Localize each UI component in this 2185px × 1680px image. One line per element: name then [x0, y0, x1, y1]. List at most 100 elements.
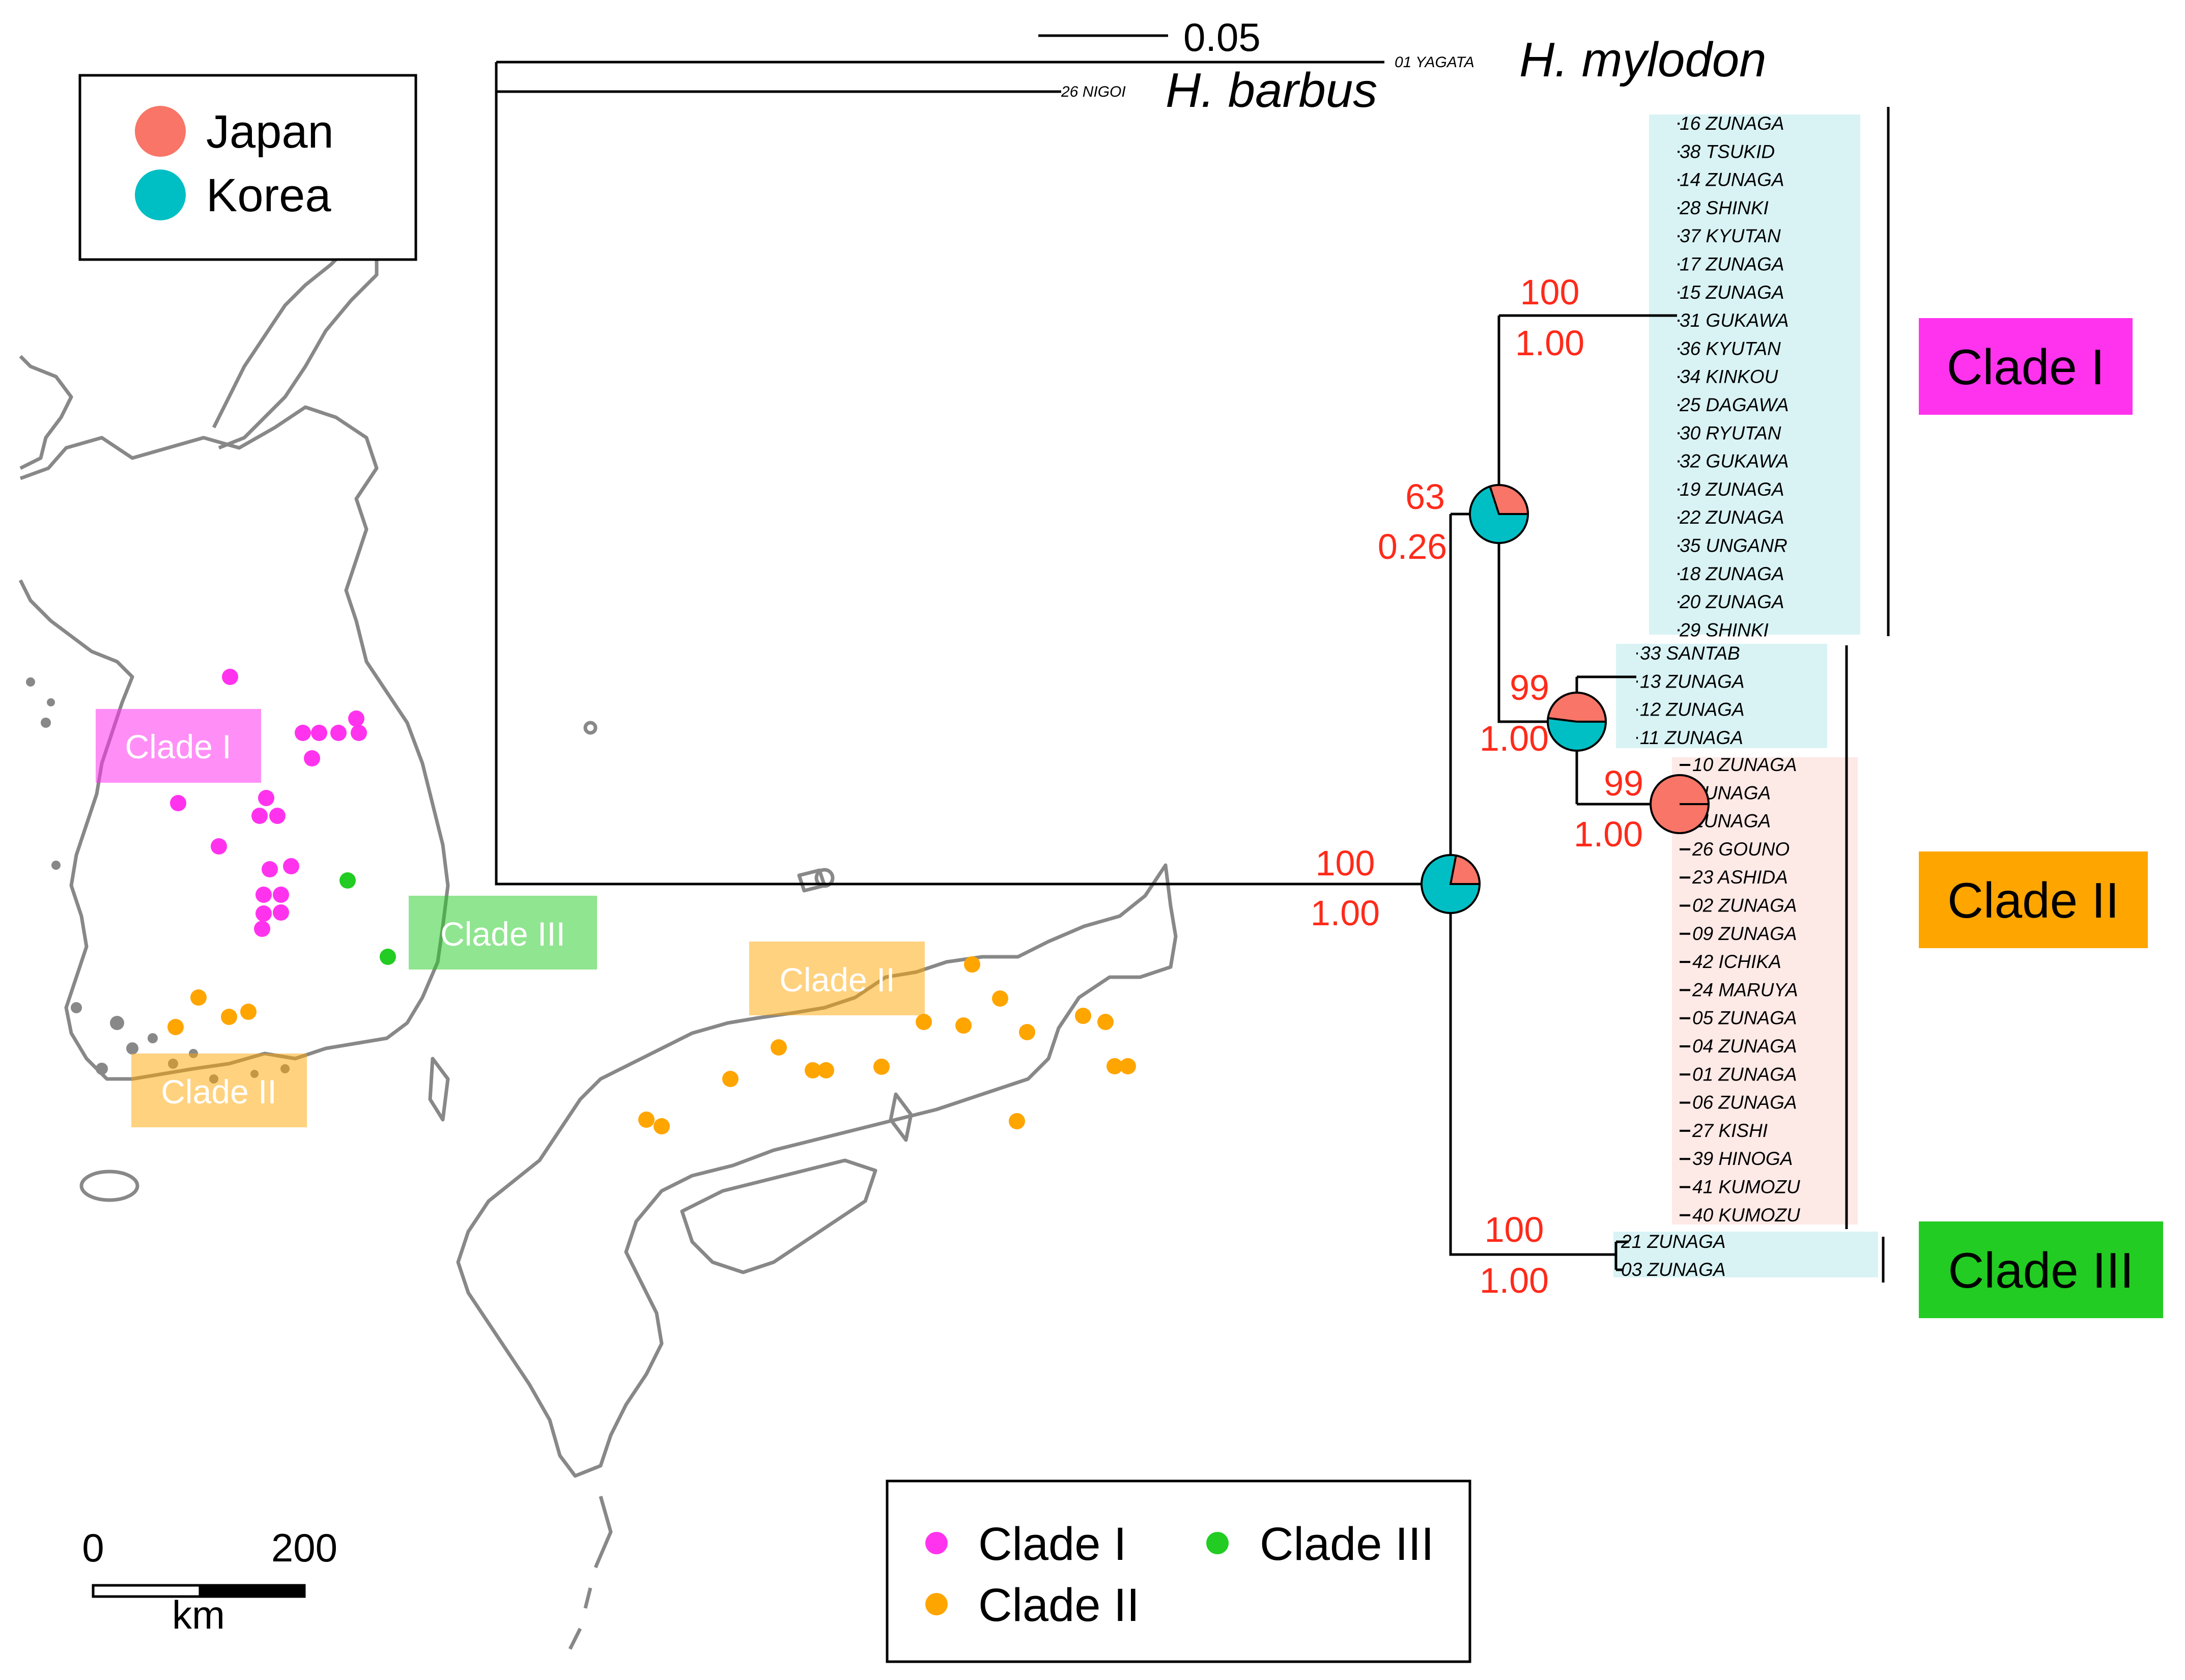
korea-coastline [18, 405, 450, 1081]
map-label-text: Clade II [161, 1073, 276, 1110]
clade-i-tip-label: 38 TSUKID [1680, 141, 1775, 162]
russia-coastline [212, 237, 379, 450]
map-label-text: Clade II [779, 961, 895, 999]
pie-clade-ii-japan-slice [1547, 692, 1607, 723]
clade-i-tip-label: 17 ZUNAGA [1680, 254, 1784, 275]
jeju-island [79, 1170, 139, 1202]
support-clade-i-bootstrap: 100 [1520, 272, 1580, 312]
awaji-coastline [889, 1092, 913, 1142]
clade-i-tip-label: 14 ZUNAGA [1680, 169, 1784, 190]
clade-i-tip-label: 30 RYUTAN [1680, 422, 1781, 443]
support-clade-ii-japan-posterior: 1.00 [1574, 814, 1643, 854]
species-barbus: H. barbus [1166, 63, 1377, 118]
map-dots-clade-i [170, 669, 367, 937]
clade-ii-korean-tips: 33 SANTAB 13 ZUNAGA 12 ZUNAGA 11 ZUNAGA [1636, 643, 1745, 748]
clade-iii-tip-label: 21 ZUNAGA [1621, 1231, 1726, 1252]
clade-ii-japanese-tip-label: 39 HINOGA [1692, 1148, 1793, 1169]
clade-ii-korea-bg [1616, 644, 1827, 748]
clade-i-tip-label: 22 ZUNAGA [1679, 507, 1784, 528]
support-root-bootstrap: 100 [1316, 843, 1375, 883]
support-clade-ii-bootstrap: 99 [1510, 668, 1549, 707]
clade-ii-japanese-tip-label: 06 ZUNAGA [1692, 1092, 1797, 1113]
clade-i-tip-label: 15 ZUNAGA [1680, 282, 1784, 303]
clade-ii-japanese-tip-label: 27 KISHI [1692, 1120, 1768, 1141]
legend-japan-label: Japan [206, 106, 334, 158]
pie-root-japan-slice [1449, 854, 1481, 885]
support-node-i-ii-posterior: 0.26 [1378, 527, 1447, 566]
map-label-clade-ii-korea: Clade II [131, 1053, 307, 1127]
clade-ii-japanese-tip-label: 01 ZUNAGA [1692, 1064, 1797, 1085]
tree-scale-bar: 0.05 [1038, 15, 1261, 60]
clade-box-ii-label: Clade II [1947, 872, 2119, 928]
pie-node-i-ii-japan-slice [1488, 484, 1529, 515]
legend-korea-swatch [135, 169, 186, 220]
clade-ii-japanese-tip-label: 09 ZUNAGA [1692, 923, 1797, 944]
clade-ii-japanese-tip-label: 26 GOUNO [1692, 839, 1790, 860]
tsushima-island [428, 1057, 450, 1122]
clade-ii-japanese-tip-label: 04 ZUNAGA [1692, 1036, 1797, 1057]
dokdo-island [583, 721, 598, 735]
pie-clade-ii [1547, 692, 1607, 752]
clade-i-tip-label: 16 ZUNAGA [1680, 113, 1784, 134]
clade-ii-korean-tip-label: 13 ZUNAGA [1640, 671, 1745, 692]
clade-ii-korean-tip-label: 12 ZUNAGA [1640, 699, 1745, 720]
clade-i-tip-label: 20 ZUNAGA [1679, 591, 1784, 612]
clade-i-tip-label: 32 GUKAWA [1680, 451, 1789, 472]
clade-i-tip-label: 29 SHINKI [1679, 619, 1769, 640]
clade-box-iii: Clade III [1919, 1221, 2163, 1318]
clade-ii-korean-tip-label: 11 ZUNAGA [1640, 727, 1743, 748]
legend-korea-label: Korea [206, 169, 331, 221]
clade-legend: Clade I Clade III Clade II [886, 1479, 1471, 1663]
clade-ii-japanese-tip-label: 10 ZUNAGA [1692, 754, 1797, 775]
clade-iii-tip-label: 03 ZUNAGA [1621, 1259, 1726, 1280]
support-clade-i-posterior: 1.00 [1515, 323, 1584, 363]
scale-zero: 0 [82, 1525, 104, 1570]
support-values: 100 1.00 63 0.26 100 1.00 99 1.00 99 1.0… [1311, 272, 1643, 1300]
outgroup-tip-nigoi: 26 NIGOI [1061, 83, 1126, 100]
node-pie-charts [1421, 484, 1710, 914]
legend-clade-ii-label: Clade II [978, 1579, 1140, 1631]
clade-i-tip-label: 37 KYUTAN [1680, 225, 1781, 246]
support-root-posterior: 1.00 [1311, 893, 1380, 933]
map-dots-clade-iii [339, 872, 396, 965]
legend-japan-swatch [135, 106, 186, 157]
scale-unit: km [172, 1592, 225, 1637]
pie-root [1421, 854, 1481, 914]
clade-ii-japanese-tip-label: 40 KUMOZU [1692, 1205, 1800, 1226]
shikoku-coastline [680, 1158, 877, 1274]
clade-ii-japanese-tip-label: 23 ASHIDA [1692, 867, 1788, 888]
clade-ii-japanese-tip-label: 42 ICHIKA [1692, 951, 1781, 972]
clade-box-iii-label: Clade III [1948, 1242, 2134, 1298]
clade-i-korea-bg [1649, 115, 1860, 635]
clade-ii-korean-tip-label: 33 SANTAB [1640, 643, 1740, 664]
clade-i-tip-label: 35 UNGANR [1680, 535, 1787, 556]
map [18, 237, 1178, 1650]
clade-ii-japanese-tip-label: 05 ZUNAGA [1692, 1008, 1797, 1029]
support-clade-iii-posterior: 1.00 [1480, 1261, 1549, 1300]
manchuria-coastline [19, 355, 73, 470]
scale-max: 200 [271, 1525, 337, 1570]
map-label-clade-ii-japan: Clade II [749, 942, 925, 1015]
clade-i-tip-label: 31 GUKAWA [1680, 310, 1789, 331]
species-mylodon: H. mylodon [1519, 33, 1767, 87]
map-label-text: Clade III [440, 915, 565, 953]
clade-box-i: Clade I [1919, 318, 2133, 415]
oki-islands [797, 868, 827, 893]
clade-i-tip-label: 18 ZUNAGA [1680, 563, 1784, 584]
map-label-text: Clade I [125, 728, 231, 765]
legend-clade-iii-label: Clade III [1260, 1518, 1434, 1570]
map-dots-clade-ii [167, 956, 1136, 1134]
legend-clade-i-label: Clade I [978, 1518, 1127, 1570]
legend-clade-iii-swatch [1206, 1532, 1229, 1554]
map-label-clade-i: Clade I [96, 709, 261, 783]
map-label-clade-iii: Clade III [409, 896, 597, 970]
clade-iii-korea-bg [1613, 1232, 1878, 1277]
clade-ii-japanese-tip-label: 24 MARUYA [1692, 979, 1798, 1000]
ryukyu-chain [568, 1496, 613, 1650]
tree-scale-label: 0.05 [1183, 15, 1261, 60]
clade-i-tip-label: 19 ZUNAGA [1680, 479, 1784, 500]
support-node-i-ii-bootstrap: 63 [1405, 477, 1445, 517]
clade-ii-japanese-tip-label: 02 ZUNAGA [1692, 895, 1797, 916]
